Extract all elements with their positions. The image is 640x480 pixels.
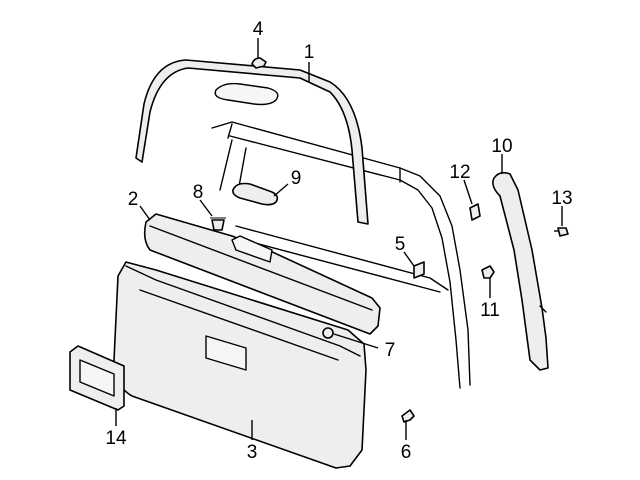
callout-8: 8 [193,182,204,203]
part-5-retainer [413,261,425,279]
part-13-screw [554,227,569,237]
callout-2: 2 [128,189,139,210]
callout-5: 5 [395,234,406,255]
leader-8 [199,199,213,217]
callout-6: 6 [401,442,412,463]
callout-3: 3 [247,442,258,463]
part-2-upper-trim-panel [143,213,381,335]
part-14-pull-cup [69,345,125,411]
callout-13: 13 [551,188,572,209]
part-12-retainer [469,203,481,221]
leader-9 [273,183,289,197]
part-6-push-pin [401,409,415,423]
part-4-clip [251,57,267,69]
callout-11: 11 [480,300,500,321]
leader-7 [333,333,379,349]
part-1-upper-trim-molding [135,59,369,225]
callout-4: 4 [253,19,264,40]
part-8-grommet [210,217,226,231]
door-frame [211,121,471,389]
callout-12: 12 [449,162,470,183]
leader-12 [463,179,473,205]
callout-14: 14 [105,428,127,449]
part-3-lower-trim-panel [113,261,367,469]
part-11-push-pin [481,265,495,279]
part-7-plug [322,327,334,339]
part-9-handle [232,182,279,206]
leader-5 [403,251,415,267]
callout-7: 7 [385,340,396,361]
part-10-side-trim-molding [492,171,549,371]
leader-2 [139,205,151,221]
callout-leaders [115,38,563,440]
callout-9: 9 [291,168,302,189]
callout-10: 10 [491,136,512,157]
callout-labels: 1 2 3 4 5 6 7 8 9 10 11 12 13 14 [105,19,572,463]
callout-1: 1 [304,42,315,63]
